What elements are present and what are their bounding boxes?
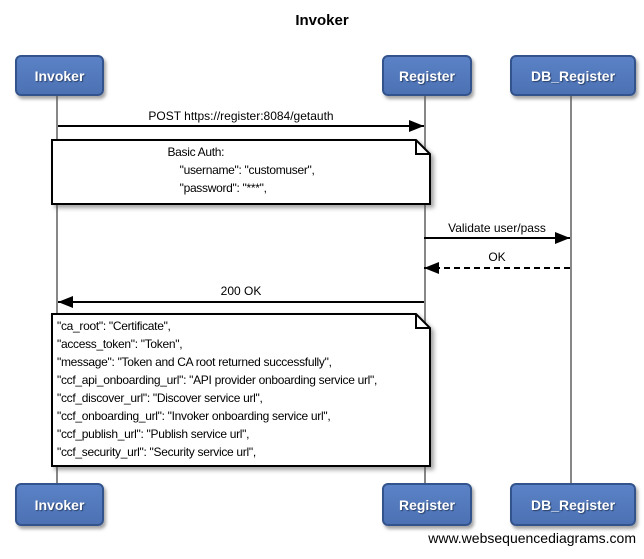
actor-box-db-register-bottom: DB_Register bbox=[510, 483, 636, 526]
message-label-post-getauth: POST https://register:8084/getauth bbox=[148, 109, 334, 123]
arrowhead-left-icon bbox=[58, 296, 73, 308]
diagram-title: Invoker bbox=[295, 12, 349, 29]
note-line: "ccf_discover_url": "Discover service ur… bbox=[57, 391, 263, 405]
actor-label: DB_Register bbox=[530, 496, 616, 513]
arrowhead-left-icon bbox=[424, 262, 439, 274]
message-label-200-ok: 200 OK bbox=[220, 284, 262, 298]
note-line: "ccf_publish_url": "Publish service url"… bbox=[57, 427, 250, 441]
message-line-validate bbox=[424, 237, 570, 239]
actor-label: Register bbox=[398, 67, 456, 84]
note-line: "ccf_onboarding_url": "Invoker onboardin… bbox=[57, 409, 331, 423]
message-line-200-ok bbox=[58, 301, 424, 303]
note-line: "ccf_api_onboarding_url": "API provider … bbox=[57, 373, 378, 387]
note-line: "username": "customuser", bbox=[167, 163, 315, 177]
watermark-websequencediagrams: www.websequencediagrams.com bbox=[428, 530, 636, 546]
note-line: "access_token": "Token", bbox=[57, 337, 183, 351]
lifeline-invoker bbox=[56, 92, 58, 484]
actor-label: Register bbox=[398, 496, 456, 513]
actor-box-invoker-top: Invoker bbox=[15, 55, 104, 96]
arrowhead-right-icon bbox=[409, 120, 424, 132]
actor-label: DB_Register bbox=[530, 67, 616, 84]
message-label-ok: OK bbox=[488, 250, 506, 264]
message-label-validate: Validate user/pass bbox=[448, 221, 546, 235]
lifeline-register bbox=[424, 92, 426, 484]
message-line-post-getauth bbox=[58, 125, 424, 127]
actor-box-invoker-bottom: Invoker bbox=[15, 483, 104, 526]
note-line: Basic Auth: bbox=[167, 145, 225, 159]
actor-box-register-top: Register bbox=[382, 55, 472, 96]
note-line: "ccf_security_url": "Security service ur… bbox=[57, 445, 256, 459]
note-basic-auth: Basic Auth: "username": "customuser", "p… bbox=[51, 139, 431, 205]
actor-label: Invoker bbox=[34, 67, 85, 84]
note-line: "message": "Token and CA root returned s… bbox=[57, 355, 332, 369]
note-line: "ca_root": "Certificate", bbox=[57, 319, 171, 333]
note-line: "password": "***", bbox=[167, 181, 267, 195]
lifeline-db-register bbox=[570, 92, 572, 484]
actor-box-register-bottom: Register bbox=[382, 483, 472, 526]
note-token-response: "ca_root": "Certificate", "access_token"… bbox=[51, 313, 431, 467]
message-line-ok bbox=[424, 267, 570, 269]
note-shape-icon bbox=[51, 139, 431, 205]
note-shape-icon bbox=[51, 313, 431, 467]
actor-label: Invoker bbox=[34, 496, 85, 513]
arrowhead-right-icon bbox=[555, 232, 570, 244]
actor-box-db-register-top: DB_Register bbox=[510, 55, 636, 96]
